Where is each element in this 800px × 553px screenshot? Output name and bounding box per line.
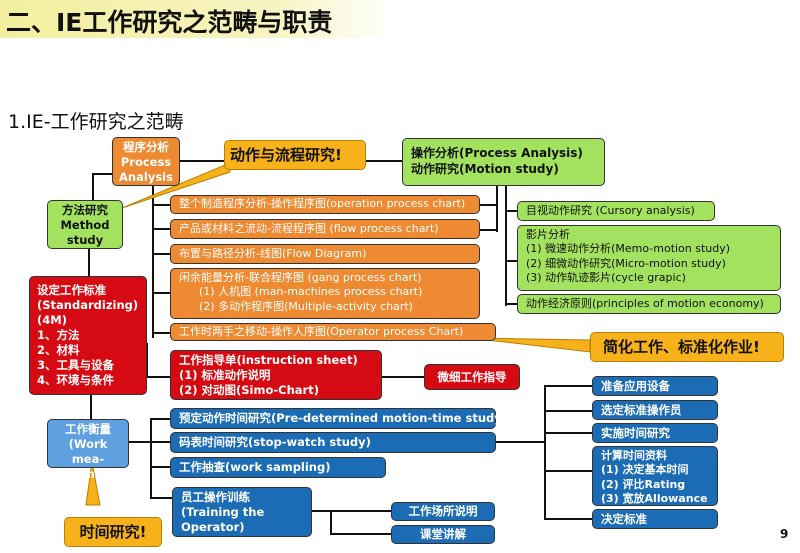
training-item-classroom: 课堂讲解 bbox=[391, 525, 495, 544]
wm-line-3: surement) bbox=[54, 466, 122, 481]
training-line-3: Operator) bbox=[181, 519, 245, 534]
gang-chart-line-1: 闲余能量分析-联合程序图 (gang process chart) bbox=[179, 271, 422, 284]
training-line-2: (Training the bbox=[181, 504, 265, 519]
process-analysis-box: 程序分析 Process Analysis bbox=[112, 137, 180, 186]
training-item-workplace: 工作场所说明 bbox=[391, 502, 495, 521]
standard-item-operator: 选定标准操作员 bbox=[592, 400, 718, 420]
method-study-box: 方法研究 Method study bbox=[47, 200, 123, 249]
standardizing-box: 设定工作标准 (Standardizing) (4M) 1、方法 2、材料 3、… bbox=[29, 276, 147, 395]
operation-analysis-box: 操作分析(Process Analysis) 动作研究(Motion study… bbox=[402, 138, 605, 186]
process-box-line-2: Process bbox=[120, 154, 172, 169]
calc-line-4: (3) 宽放Allowance bbox=[601, 491, 708, 505]
instruction-line-1: 工作指导单(instruction sheet) bbox=[179, 353, 358, 367]
standard-item-equipment: 准备应用设备 bbox=[592, 376, 718, 396]
film-line-2: (1) 微速动作分析(Memo-motion study) bbox=[526, 242, 731, 256]
std-line-6: 3、工具与设备 bbox=[37, 357, 115, 372]
section-subtitle: 1.IE-工作研究之范畴 bbox=[8, 111, 184, 133]
standard-item-time-study: 实施时间研究 bbox=[592, 423, 718, 443]
motion-item-economy: 动作经济原则(principles of motion economy) bbox=[517, 294, 781, 314]
detail-guide-box: 微细工作指导 bbox=[424, 364, 520, 390]
std-line-1: 设定工作标准 bbox=[37, 283, 106, 297]
std-line-4: 1、方法 bbox=[37, 327, 80, 342]
title-bar bbox=[0, 0, 395, 38]
gang-chart-line-2: (1) 人机图 (man-machines process chart) bbox=[199, 285, 423, 299]
measurement-item-sampling: 工作抽查(work sampling) bbox=[170, 457, 386, 478]
callout-simplify: 简化工作、标准化作业! bbox=[590, 332, 784, 362]
measurement-item-pmts: 预定动作时间研究(Pre-determined motion-time stud… bbox=[170, 408, 507, 429]
training-line-1: 员工操作训练 bbox=[181, 490, 250, 504]
std-line-3: (4M) bbox=[37, 312, 67, 327]
process-item-operator-chart: 工作时两手之移动-操作人序图(Operator process Chart) bbox=[170, 323, 496, 341]
operation-box-line-2: 动作研究(Motion study) bbox=[411, 161, 559, 176]
calc-line-3: (2) 评比Rating bbox=[601, 477, 686, 491]
film-line-3: (2) 细微动作研究(Micro-motion study) bbox=[526, 256, 726, 270]
std-line-2: (Standardizing) bbox=[37, 297, 139, 312]
process-item-flow-chart: 产品或材料之流动-流程程序图 (flow process chart) bbox=[170, 219, 480, 239]
process-box-line-3: Analysis bbox=[119, 169, 173, 184]
process-item-gang-chart: 闲余能量分析-联合程序图 (gang process chart) (1) 人机… bbox=[170, 268, 480, 319]
work-measurement-box: 工作衡量 (Work mea- surement) bbox=[47, 419, 129, 481]
calc-time-data-box: 计算时间资料 (1) 决定基本时间 (2) 评比Rating (3) 宽放All… bbox=[592, 446, 718, 506]
gang-chart-line-3: (2) 多动作程序图(Multiple-activity chart) bbox=[199, 299, 413, 313]
callout-action-flow: 动作与流程研究! bbox=[224, 140, 366, 170]
instruction-line-2: (1) 标准动作说明 bbox=[179, 367, 271, 382]
training-box: 员工操作训练 (Training the Operator) bbox=[172, 487, 312, 537]
page-number: 9 bbox=[780, 527, 789, 541]
standard-item-decide: 决定标准 bbox=[592, 509, 718, 529]
wm-line-2: (Work mea- bbox=[68, 436, 108, 466]
film-line-4: (3) 动作轨迹影片(cycle grapic) bbox=[526, 270, 686, 284]
process-item-flow-diagram: 布置与路径分析-线图(Flow Diagram) bbox=[170, 244, 480, 264]
process-item-operation-chart: 整个制造程序分析-操作程序图(operation process chart) bbox=[170, 195, 480, 214]
method-box-line-1: 方法研究 bbox=[62, 203, 108, 217]
calc-line-1: 计算时间资料 bbox=[601, 449, 667, 462]
instruction-line-3: (2) 对动图(Simo-Chart) bbox=[179, 382, 319, 397]
instruction-sheet-box: 工作指导单(instruction sheet) (1) 标准动作说明 (2) … bbox=[170, 350, 382, 400]
wm-line-1: 工作衡量 bbox=[65, 422, 111, 436]
std-line-5: 2、材料 bbox=[37, 342, 80, 357]
operation-box-line-1: 操作分析(Process Analysis) bbox=[411, 146, 583, 160]
callout-time-study: 时间研究! bbox=[64, 517, 162, 547]
method-box-line-3: study bbox=[66, 232, 104, 247]
std-line-7: 4、环境与条件 bbox=[37, 372, 115, 387]
film-line-1: 影片分析 bbox=[526, 228, 570, 241]
measurement-item-stopwatch: 码表时间研究(stop-watch study) bbox=[170, 432, 496, 453]
motion-item-cursory: 目视动作研究 (Cursory analysis) bbox=[517, 201, 715, 221]
process-box-line-1: 程序分析 bbox=[123, 140, 169, 154]
motion-item-film-analysis: 影片分析 (1) 微速动作分析(Memo-motion study) (2) 细… bbox=[517, 225, 781, 291]
method-box-line-2: Method bbox=[60, 217, 110, 232]
calc-line-2: (1) 决定基本时间 bbox=[601, 463, 689, 477]
page-title: 二、IE工作研究之范畴与职责 bbox=[6, 8, 333, 37]
